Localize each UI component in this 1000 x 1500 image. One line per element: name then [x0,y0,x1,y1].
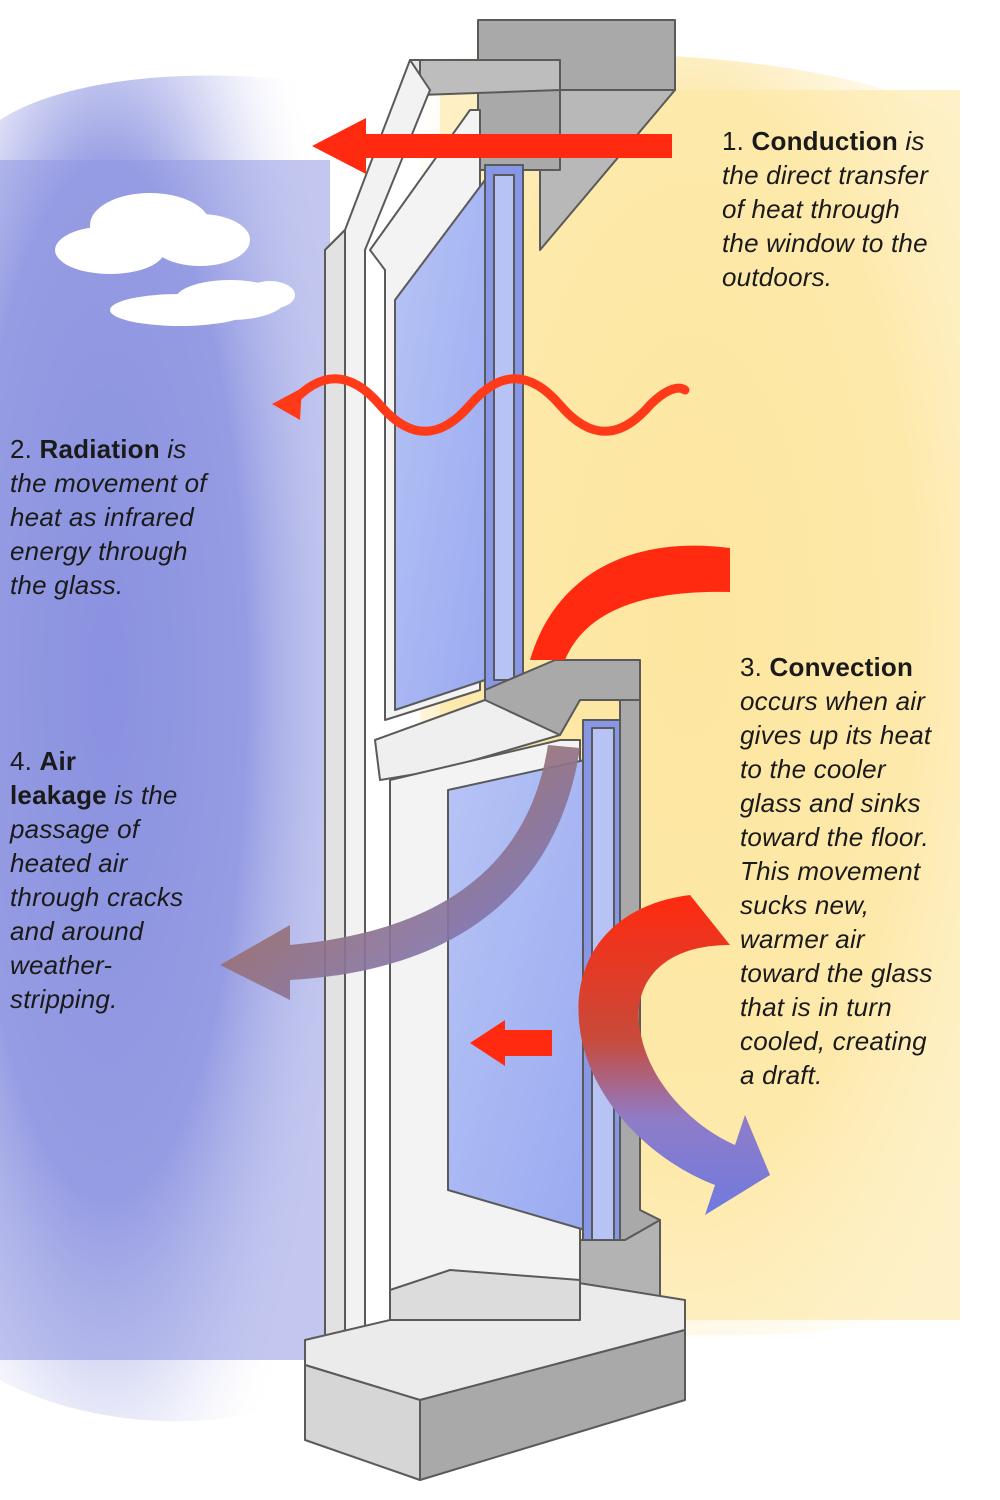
caption-line: sucks new, [740,890,870,920]
caption-lead: is [167,434,187,464]
caption-term: Convection [769,652,914,682]
caption-number: 3. [740,652,763,682]
caption-line: the movement of [10,468,207,498]
caption-line: glass and sinks [740,788,921,818]
caption-lead: is [905,126,925,156]
conduction-arrow [312,118,672,174]
caption-number: 2. [10,434,33,464]
caption-term: Air [39,746,77,776]
caption-number: 4. [10,746,33,776]
caption-line: that is in turn [740,992,892,1022]
caption-line: through cracks [10,882,184,912]
head-outer-block [419,59,561,96]
lower-sill-inner [389,1269,581,1321]
caption-line: toward the floor. [740,822,929,852]
window-sill-side [419,1329,686,1481]
caption-line: the direct transfer [722,160,929,190]
caption-term: Radiation [39,434,160,464]
caption-line: cooled, creating [740,1026,927,1056]
caption-line: weather- [10,950,113,980]
caption-line: energy through [10,536,188,566]
air-leakage-arrow [220,745,580,1000]
caption-line: a draft. [740,1060,823,1090]
conduction-caption: 1. Conduction is the direct transfer of … [722,124,1000,294]
caption-line: occurs when air [740,686,926,716]
radiation-wave-arrow [272,374,690,436]
caption-line: of heat through [722,194,900,224]
lower-glass-pane [447,759,586,1231]
caption-line: to the cooler [740,754,886,784]
convection-warm-arrow-upper [530,545,730,660]
caption-line: This movement [740,856,921,886]
clouds [55,193,295,326]
caption-term: leakage [10,780,107,810]
caption-line: warmer air [740,924,865,954]
upper-glazing-inner [493,174,515,681]
caption-line: heat as infrared [10,502,194,532]
caption-line: the window to the [722,228,928,258]
caption-line: stripping. [10,984,118,1014]
caption-line: outdoors. [722,262,833,292]
outer-jamb-edge [324,229,346,1341]
caption-line: the glass. [10,570,124,600]
radiation-caption: 2. Radiation is the movement of heat as … [10,432,300,602]
caption-term: Conduction [751,126,898,156]
convection-small-arrow [470,1020,552,1066]
outdoor-sky-fill [0,160,330,1360]
convection-loop-arrow [578,895,770,1215]
caption-line: heated air [10,848,128,878]
caption-line: and around [10,916,144,946]
caption-line: gives up its heat [740,720,932,750]
caption-line: toward the glass [740,958,933,988]
convection-caption: 3. Convection occurs when air gives up i… [740,650,1000,1092]
meeting-rail-top [374,699,561,781]
caption-number: 1. [722,126,745,156]
caption-line: passage of [10,814,140,844]
caption-lead: is the [114,780,178,810]
air-leakage-caption: 4. Air leakage is the passage of heated … [10,744,250,1016]
